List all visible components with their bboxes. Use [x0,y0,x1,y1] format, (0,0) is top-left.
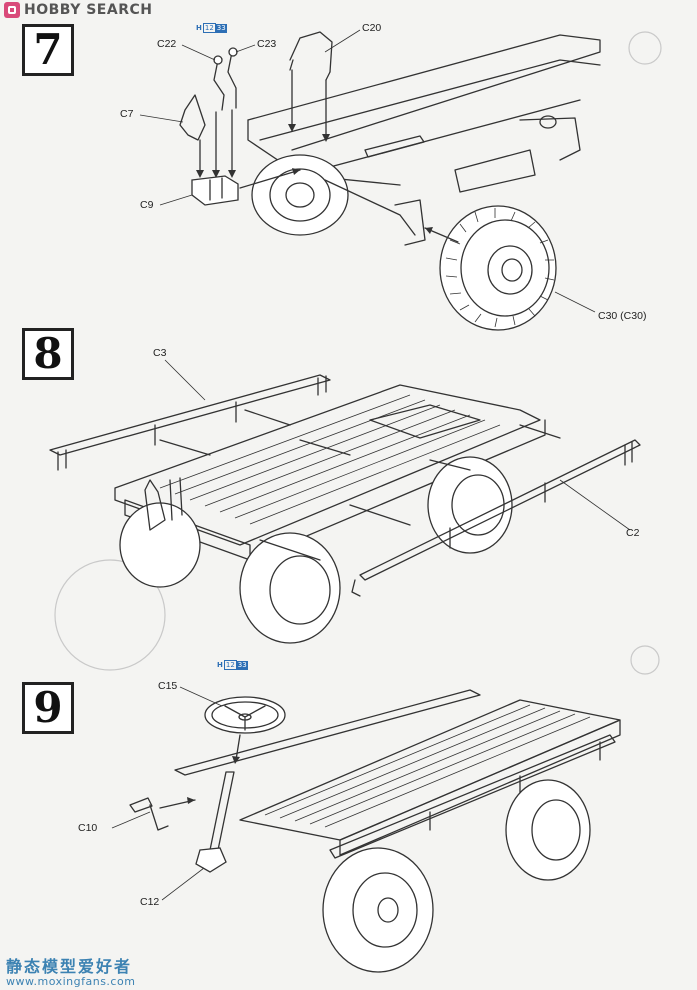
part-label-c9: C9 [140,199,154,211]
step-7-number: 7 [22,24,74,76]
watermark-url: www.moxingfans.com [6,975,136,988]
part-label-c3: C3 [153,347,167,359]
part-label-c10: C10 [78,822,98,834]
step8-drawing [49,359,641,644]
site-watermark: 静态模型爱好者 www.moxingfans.com [6,953,135,988]
step9-drawing [111,686,621,973]
part-label-c2: C2 [626,527,640,539]
brand-name: HOBBY SEARCH [24,2,153,18]
part-label-c23: C23 [257,38,277,50]
step-8-number: 8 [22,328,74,380]
step-9-number: 9 [22,682,74,734]
h-reference-badge: H 12 33 [217,660,248,670]
part-label-c30: C30 (C30) [598,310,647,322]
part-label-c12: C12 [140,896,160,908]
brand-header: HOBBY SEARCH [4,2,152,18]
part-label-c20: C20 [362,22,382,34]
brand-logo-icon [4,2,20,18]
h-reference-badge: H 12 33 [196,23,227,33]
ghost-marks [54,31,662,675]
step7-drawing [139,29,601,331]
watermark-title: 静态模型爱好者 [6,957,133,976]
part-label-c7: C7 [120,108,134,120]
part-label-c22: C22 [157,38,177,50]
part-label-c15: C15 [158,680,178,692]
